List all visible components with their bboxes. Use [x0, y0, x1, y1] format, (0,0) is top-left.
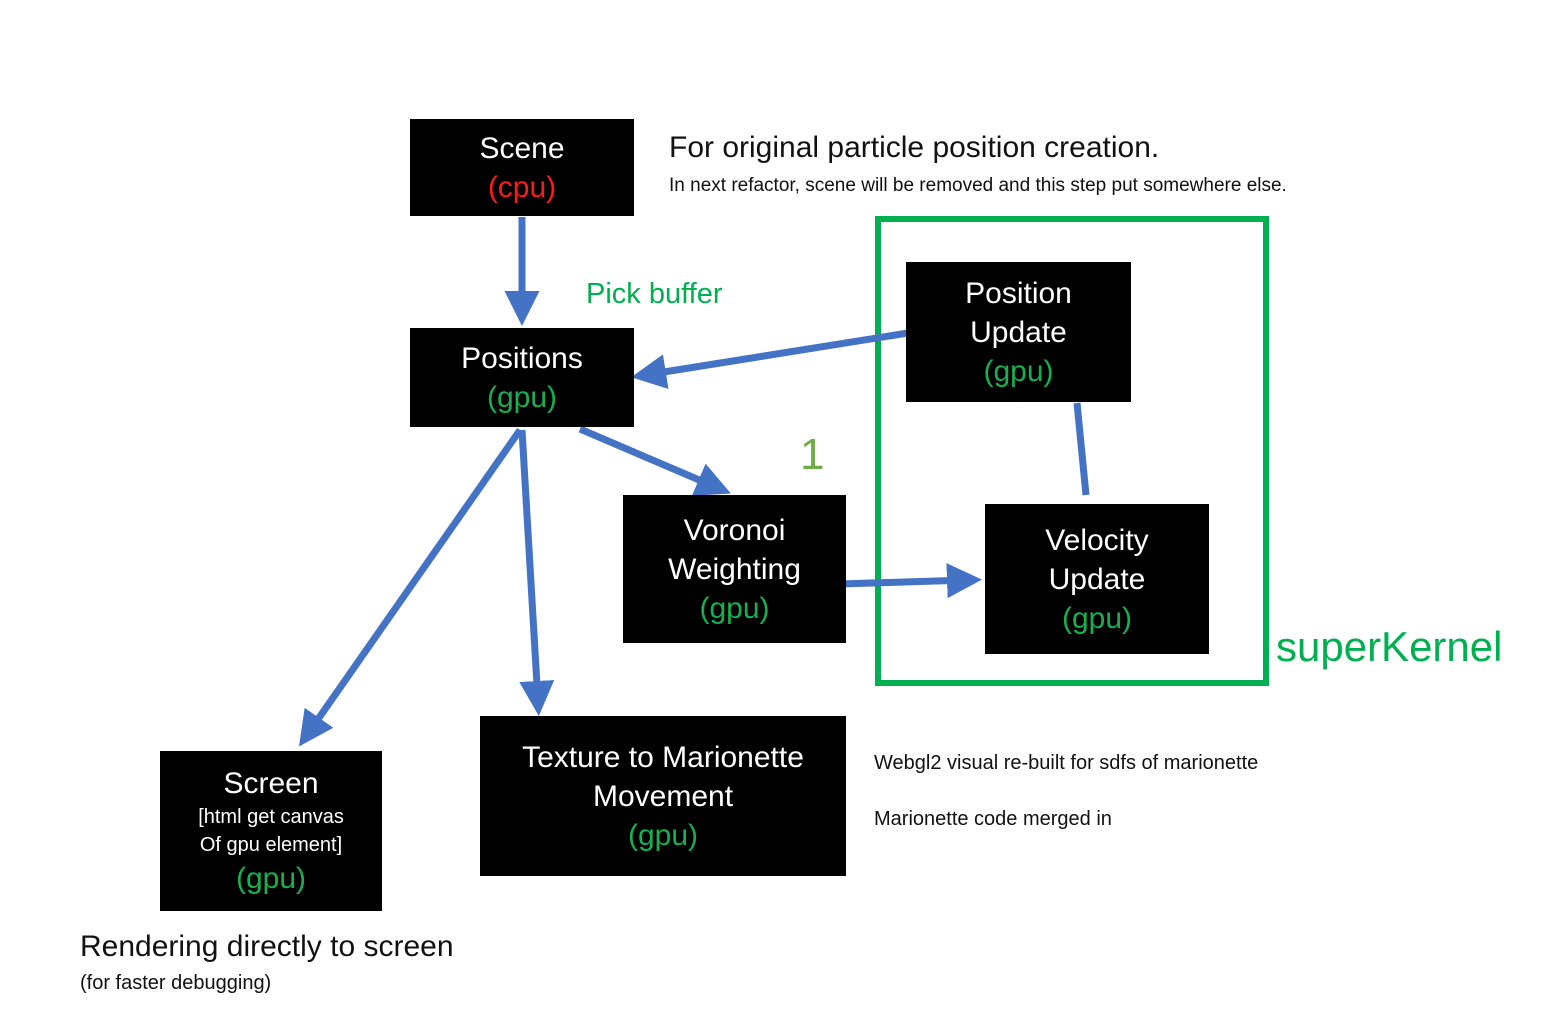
gpu-tag: (gpu)	[1061, 601, 1133, 635]
edge-positions-to-texture	[518, 429, 555, 716]
scene-note: In next refactor, scene will be removed …	[669, 175, 1287, 196]
node-scene-title: Scene	[479, 131, 565, 165]
webgl-note: Webgl2 visual re-built for sdfs of mario…	[874, 752, 1259, 774]
marionette-note: Marionette code merged in	[874, 808, 1112, 830]
node-velocity-update-title-line2: Update	[1048, 562, 1146, 596]
node-voronoi-weighting: Voronoi Weighting (gpu)	[623, 495, 846, 643]
node-scene: Scene (cpu)	[410, 119, 634, 216]
node-texture-title-line1: Texture to Marionette	[522, 740, 804, 774]
cpu-tag: (cpu)	[487, 170, 557, 204]
superkernel-group-box	[875, 216, 1269, 686]
gpu-tag: (gpu)	[983, 354, 1054, 388]
render-heading: Rendering directly to screen	[80, 930, 454, 963]
edge-position-update-to-positions	[631, 329, 909, 389]
pick-buffer-label: Pick buffer	[586, 278, 723, 310]
superkernel-label: superKernel	[1276, 623, 1503, 670]
node-voronoi-title-line1: Voronoi	[683, 513, 786, 547]
edge-positions-to-screen	[298, 427, 523, 747]
gpu-tag: (gpu)	[235, 862, 307, 895]
edge-position-update-velocity-update	[1073, 402, 1090, 496]
step-number: 1	[800, 430, 825, 479]
node-position-update-title-line2: Update	[970, 315, 1067, 349]
node-voronoi-title-line2: Weighting	[668, 552, 801, 586]
node-positions-title: Positions	[461, 341, 583, 375]
edge-voronoi-to-velocity-update	[839, 563, 982, 599]
gpu-tag: (gpu)	[486, 380, 558, 414]
node-screen: Screen [html get canvas Of gpu element] …	[160, 751, 382, 911]
edge-positions-to-voronoi	[578, 425, 731, 496]
node-screen-sub-line1: [html get canvas	[198, 806, 344, 828]
gpu-tag: (gpu)	[699, 591, 770, 625]
node-texture-title-line2: Movement	[592, 779, 734, 813]
gpu-tag: (gpu)	[627, 818, 699, 852]
node-screen-title: Screen	[223, 767, 319, 800]
node-position-update-title-line1: Position	[965, 276, 1072, 310]
node-position-update: Position Update (gpu)	[906, 262, 1131, 402]
node-velocity-update-title-line1: Velocity	[1045, 523, 1149, 557]
node-velocity-update: Velocity Update (gpu)	[985, 504, 1209, 654]
node-positions: Positions (gpu)	[410, 328, 634, 427]
node-texture-to-marionette: Texture to Marionette Movement (gpu)	[480, 716, 846, 876]
scene-heading: For original particle position creation.	[669, 131, 1160, 164]
node-screen-sub-line2: Of gpu element]	[199, 834, 343, 856]
render-note: (for faster debugging)	[80, 972, 272, 994]
